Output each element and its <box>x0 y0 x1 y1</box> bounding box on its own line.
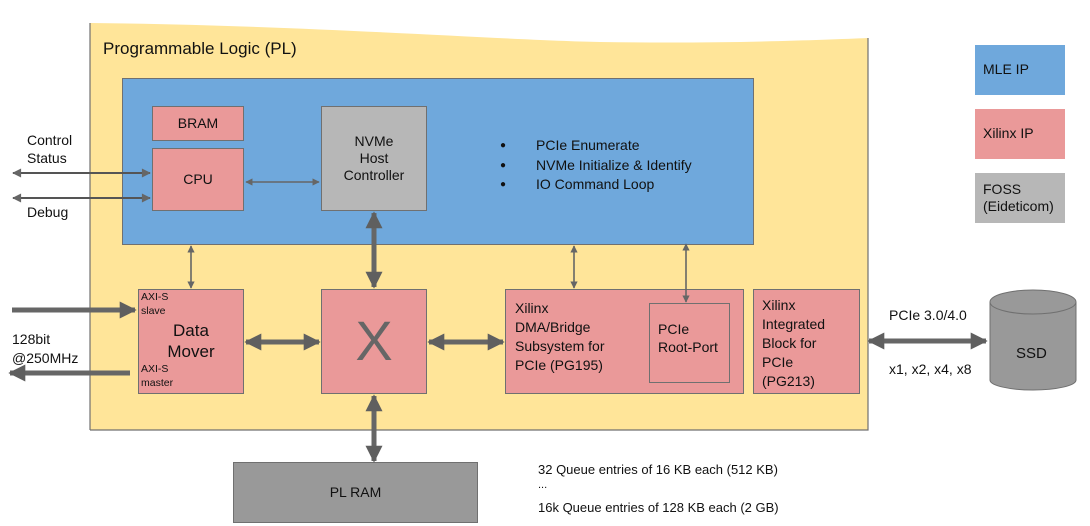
cpu-label: CPU <box>183 170 213 187</box>
integrated-block-pcie <box>753 289 860 394</box>
ram-note-2: 16k Queue entries of 128 KB each (2 GB) <box>538 500 779 515</box>
pcie-lanes-label: x1, x2, x4, x8 <box>889 361 972 377</box>
cpu-block: CPU <box>152 148 244 211</box>
debug-label: Debug <box>27 204 69 220</box>
mle-task: PCIe Enumerate <box>500 136 692 156</box>
ram-note-ellipsis: ... <box>538 479 548 491</box>
nvme-host-controller-block: NVMe Host Controller <box>321 106 427 211</box>
crossbar-block: X <box>321 289 427 394</box>
data-mover-label: Data Mover <box>167 321 215 361</box>
pl-ram-label: PL RAM <box>329 483 382 500</box>
legend-label: MLE IP <box>983 61 1029 78</box>
legend-mle-ip: MLE IP <box>975 45 1065 95</box>
mle-task-list: PCIe Enumerate NVMe Initialize & Identif… <box>500 136 692 195</box>
legend-label: Xilinx IP <box>983 125 1034 142</box>
mle-task: NVMe Initialize & Identify <box>500 156 692 176</box>
pl-region-title: Programmable Logic (PL) <box>103 39 297 58</box>
bram-block: BRAM <box>152 106 244 141</box>
crossbar-label: X <box>355 309 393 373</box>
nvme-label: NVMe Host Controller <box>343 132 405 184</box>
axis-slave-label: AXI-S slave <box>141 291 169 317</box>
pl-ram-block: PL RAM <box>233 462 478 523</box>
legend-xilinx-ip: Xilinx IP <box>975 109 1065 159</box>
mle-task: IO Command Loop <box>500 175 692 195</box>
integrated-block-label: Xilinx Integrated Block for PCIe (PG213) <box>762 297 826 389</box>
legend-label: FOSS (Eideticom) <box>983 180 1054 215</box>
data-mover-block: Data Mover <box>138 289 244 394</box>
axis-master-label: AXI-S master <box>141 363 174 389</box>
pcie-root-port-label: PCIe Root-Port <box>658 321 718 355</box>
ssd-label: SSD <box>1016 345 1047 362</box>
stream-width-label: 128bit @250MHz <box>12 331 79 366</box>
legend-foss: FOSS (Eideticom) <box>975 173 1065 223</box>
dma-bridge-label: Xilinx DMA/Bridge Subsystem for PCIe (PG… <box>515 300 605 373</box>
pcie-root-port-block <box>649 303 730 383</box>
pcie-gen-label: PCIe 3.0/4.0 <box>889 307 967 323</box>
ram-note-1: 32 Queue entries of 16 KB each (512 KB) <box>538 462 778 477</box>
bram-label: BRAM <box>177 114 219 131</box>
control-status-label: Control Status <box>27 132 73 166</box>
